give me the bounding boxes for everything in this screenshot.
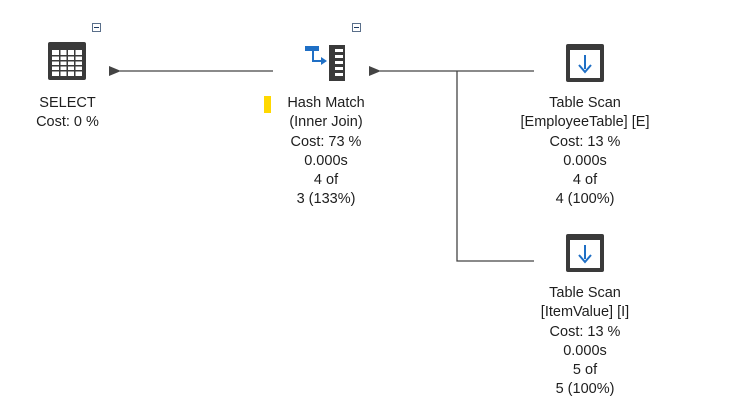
select-table-icon [48,42,86,80]
node-hash-operator: Hash Match [287,95,365,111]
node-scan-employee-label: Table Scan [EmployeeTable] [E] Cost: 13 … [505,94,665,210]
table-scan-icon [566,44,604,82]
node-hash-logical-op: (Inner Join) [289,114,363,131]
node-hash-rows-estimated: 3 (133%) [296,191,356,208]
node-scan-employee-rows-estimated: 4 (100%) [555,191,615,208]
node-scan-item-label: Table Scan [ItemValue] [I] Cost: 13 % 0.… [505,284,665,400]
node-hash-rows-actual: 4 of [313,172,339,189]
node-scan-item-object: [ItemValue] [I] [540,304,630,321]
node-hash-cost: Cost: 73 % [290,133,362,150]
node-scan-item-rows-estimated: 5 (100%) [555,381,615,398]
node-hash-match[interactable]: Hash Match (Inner Join) Cost: 73 % 0.000… [256,23,388,215]
warning-bar-icon [264,96,271,113]
collapse-toggle-select[interactable] [92,23,101,32]
node-scan-item-time: 0.000s [563,342,607,359]
node-scan-employee-rows-actual: 4 of [572,172,598,189]
hash-match-icon [305,45,345,81]
node-scan-employee-object: [EmployeeTable] [E] [520,114,650,131]
node-scan-item-cost: Cost: 13 % [549,323,621,340]
edge-scan-item-to-hash[interactable] [456,71,534,262]
node-hash-match-label: Hash Match (Inner Join) Cost: 73 % 0.000… [256,94,396,210]
node-scan-item-rows-actual: 5 of [572,362,598,379]
node-select-operator: SELECT [39,95,96,111]
node-select-cost: Cost: 0 % [36,114,99,131]
node-table-scan-item[interactable]: Table Scan [ItemValue] [I] Cost: 13 % 0.… [505,232,665,407]
node-scan-employee-operator: Table Scan [549,95,621,111]
table-scan-icon [566,234,604,272]
node-hash-time: 0.000s [304,152,348,169]
node-select-label: SELECT Cost: 0 % [20,94,115,133]
node-table-scan-employee[interactable]: Table Scan [EmployeeTable] [E] Cost: 13 … [505,42,665,212]
node-scan-item-operator: Table Scan [549,285,621,301]
node-scan-employee-cost: Cost: 13 % [549,133,621,150]
node-scan-employee-time: 0.000s [563,152,607,169]
node-select[interactable]: SELECT Cost: 0 % [20,23,115,140]
collapse-toggle-hash-match[interactable] [352,23,361,32]
